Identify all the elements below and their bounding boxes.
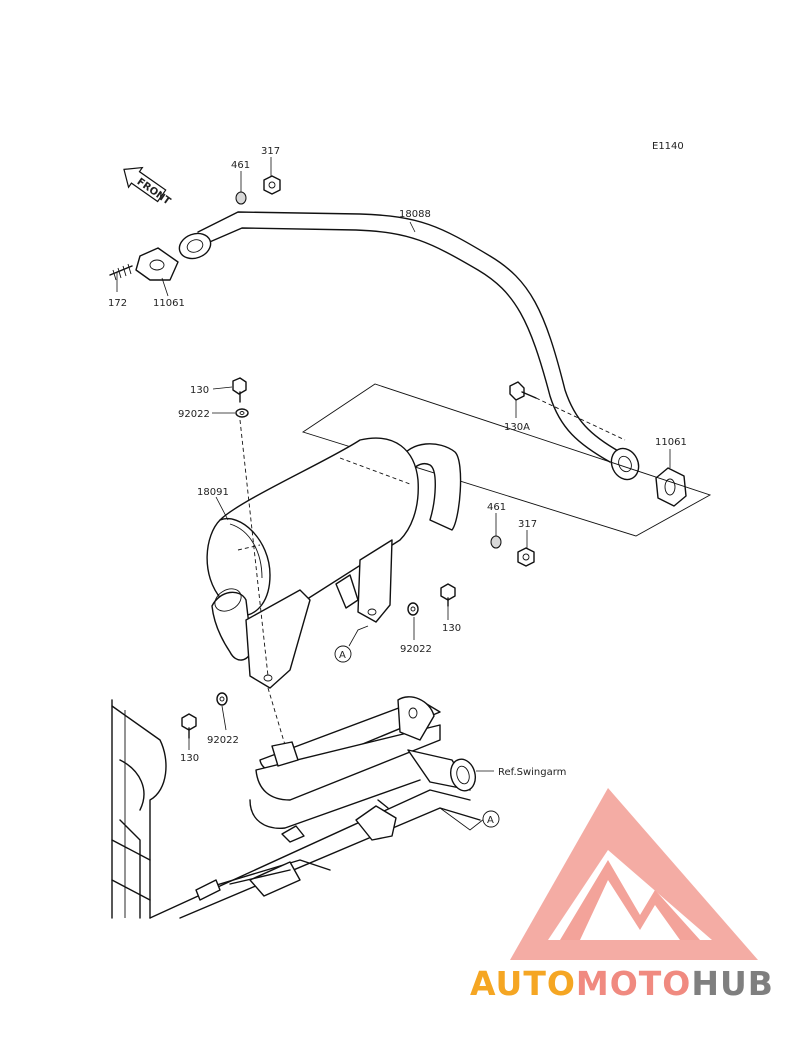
callout-92022-low: 92022 bbox=[207, 735, 239, 746]
watermark-moto: MOTO bbox=[576, 964, 691, 1003]
callout-11061-left: 11061 bbox=[153, 298, 185, 309]
callout-130-low: 130 bbox=[180, 753, 199, 764]
watermark-hub: HUB bbox=[691, 964, 774, 1003]
nut-317-mid bbox=[517, 547, 535, 567]
bolt-130a bbox=[509, 381, 626, 441]
stud-172 bbox=[109, 263, 133, 281]
marker-a-lower: A bbox=[482, 810, 500, 828]
gasket-11061-right bbox=[655, 467, 687, 507]
marker-a-upper: A bbox=[334, 645, 352, 663]
washer-92022-top bbox=[235, 408, 249, 418]
nut-317-top bbox=[263, 175, 281, 195]
watermark-m-shape bbox=[560, 860, 700, 940]
bolt-130-mid bbox=[440, 583, 456, 607]
callout-130-top: 130 bbox=[190, 385, 209, 396]
watermark-auto: AUTO bbox=[470, 964, 576, 1003]
washer-92022-low bbox=[216, 692, 228, 706]
nut-461-mid bbox=[490, 535, 502, 549]
callout-92022-top: 92022 bbox=[178, 409, 210, 420]
bolt-130-low bbox=[181, 713, 197, 739]
callout-317-mid: 317 bbox=[518, 519, 537, 530]
callout-92022-mid: 92022 bbox=[400, 644, 432, 655]
bolt-130-top bbox=[232, 377, 247, 403]
frame-swingarm bbox=[111, 696, 481, 919]
washer-92022-mid bbox=[407, 602, 419, 616]
callout-172: 172 bbox=[108, 298, 127, 309]
svg-text:A: A bbox=[339, 650, 346, 661]
callout-130-mid: 130 bbox=[442, 623, 461, 634]
watermark-text: AUTOMOTOHUB bbox=[470, 964, 774, 1003]
gasket-11061-left bbox=[135, 247, 179, 281]
muffler-18091 bbox=[206, 383, 712, 746]
callout-18091: 18091 bbox=[197, 487, 229, 498]
callout-ref-swingarm: Ref.Swingarm bbox=[498, 767, 566, 778]
callout-18088: 18088 bbox=[399, 209, 431, 220]
watermark-logo bbox=[510, 788, 758, 960]
front-arrow-icon: FRONT bbox=[123, 166, 172, 207]
callout-130a: 130A bbox=[504, 422, 530, 433]
callout-317-top: 317 bbox=[261, 146, 280, 157]
callout-461-mid: 461 bbox=[487, 502, 506, 513]
leader-lines bbox=[116, 157, 671, 831]
nut-461-top bbox=[235, 191, 247, 205]
svg-text:A: A bbox=[487, 815, 494, 826]
exhaust-pipe-18088 bbox=[178, 211, 640, 481]
callout-461-top: 461 bbox=[231, 160, 250, 171]
diagram-code: E1140 bbox=[652, 141, 684, 152]
callout-11061-right: 11061 bbox=[655, 437, 687, 448]
